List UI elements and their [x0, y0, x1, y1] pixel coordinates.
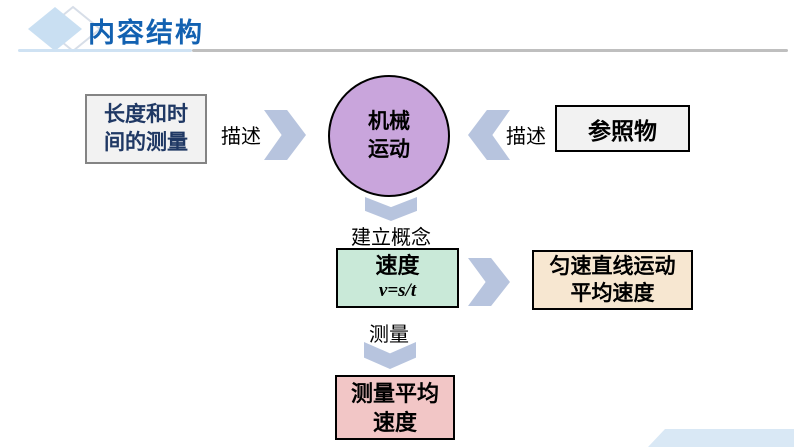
length-time-line1: 长度和时 — [104, 103, 188, 126]
chevron-down-icon — [365, 197, 417, 221]
chevron-right-icon — [468, 258, 510, 306]
title-underline-accent — [18, 49, 192, 52]
chevron-right-icon — [264, 110, 306, 160]
measure-average-speed-box: 测量平均 速度 — [335, 375, 455, 440]
mechanical-motion-circle: 机械 运动 — [328, 75, 450, 197]
motion-line2: 运动 — [368, 138, 410, 161]
page-title: 内容结构 — [88, 18, 204, 48]
title-underline — [192, 49, 788, 52]
chevron-left-icon — [468, 110, 510, 160]
measure-avg-line1: 测量平均 — [350, 380, 439, 406]
build-concept-label: 建立概念 — [351, 227, 431, 249]
measure-label: 测量 — [369, 324, 409, 346]
uniform-line1: 匀速直线运动 — [549, 255, 676, 278]
describe-left-label: 描述 — [221, 126, 261, 148]
speed-formula: v=s/t — [378, 280, 417, 301]
measure-avg-line2: 速度 — [372, 409, 417, 435]
length-time-measure-box: 长度和时 间的测量 — [85, 94, 207, 164]
length-time-line2: 间的测量 — [104, 131, 188, 154]
corner-decoration — [648, 429, 794, 447]
speed-title: 速度 — [375, 253, 420, 278]
speed-box: 速度 v=s/t — [336, 248, 459, 308]
describe-right-label: 描述 — [506, 126, 546, 148]
reference-object-label: 参照物 — [588, 117, 657, 144]
uniform-line2: 平均速度 — [570, 282, 655, 305]
reference-object-box: 参照物 — [555, 105, 690, 152]
motion-line1: 机械 — [368, 110, 410, 133]
uniform-motion-box: 匀速直线运动 平均速度 — [532, 250, 693, 310]
